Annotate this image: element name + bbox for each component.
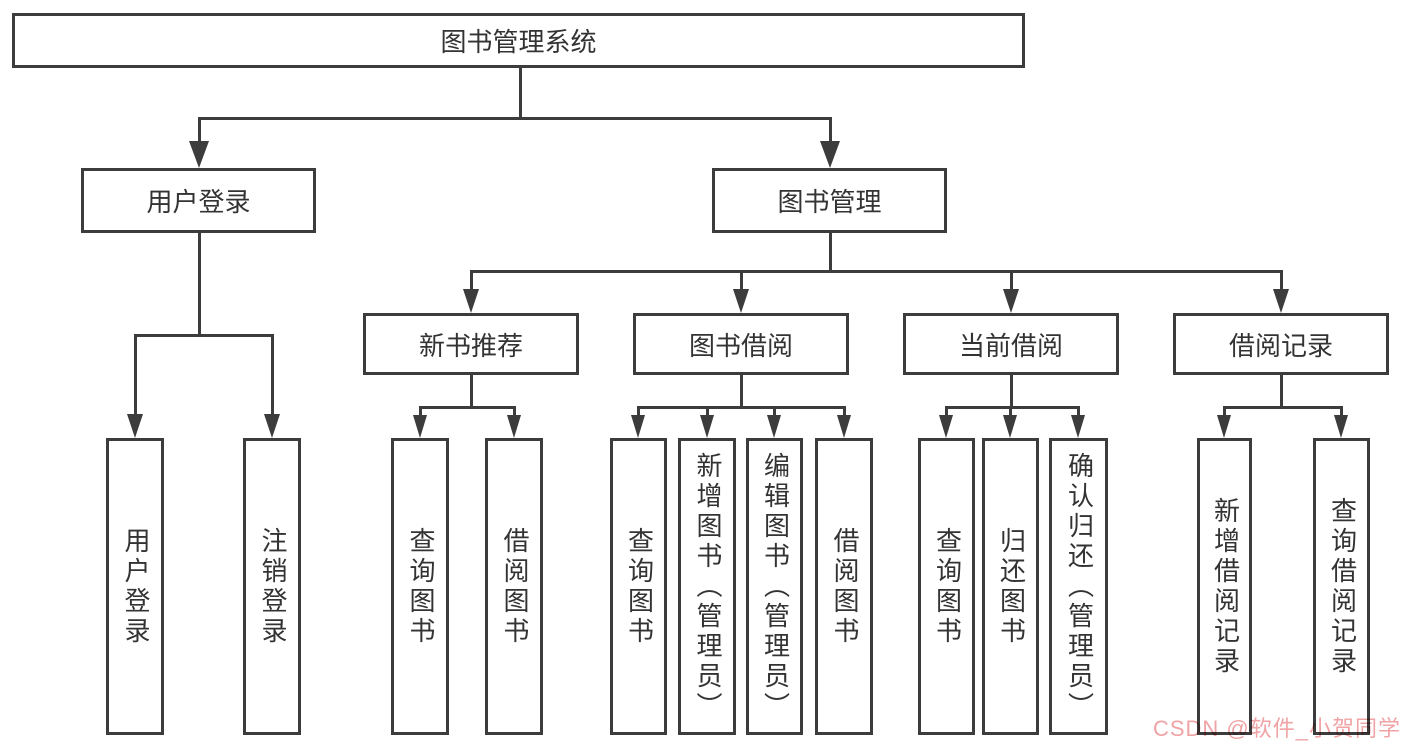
connector-line [198,117,831,120]
node-book-borrow-label: 图书借阅 [688,330,793,361]
connector-line [740,270,743,292]
arrow-down-icon [1273,289,1289,313]
connector-line [773,406,776,417]
connector-line [198,117,201,143]
connector-line [419,406,516,409]
leaf-borrow-book-recommend: 借阅图书 [485,438,543,735]
arrow-down-icon [939,415,953,438]
connector-line [1340,406,1343,417]
arrow-down-icon [127,414,143,438]
connector-line [740,375,743,409]
node-current-borrow: 当前借阅 [903,313,1119,375]
connector-line [1280,375,1283,409]
arrow-down-icon [264,414,280,438]
connector-line [637,406,640,417]
connector-line [1077,406,1080,417]
connector-line [419,406,422,417]
connector-line [519,68,522,120]
arrow-down-icon [413,415,427,438]
arrow-down-icon [837,415,851,438]
leaf-add-book-admin: 新增图书（管理员） [678,438,736,735]
leaf-return-book: 归还图书 [982,438,1039,735]
connector-line [945,406,948,417]
leaf-query-borrow-record: 查询借阅记录 [1313,438,1370,735]
arrow-down-icon [1217,415,1231,438]
connector-line [470,270,1282,273]
arrow-down-icon [1334,415,1348,438]
arrow-down-icon [820,141,840,168]
arrow-down-icon [733,289,749,313]
node-book-borrow: 图书借阅 [633,313,849,375]
connector-line [1223,406,1226,417]
connector-line [829,233,832,273]
connector-line [1009,406,1012,417]
arrow-down-icon [1003,415,1017,438]
arrow-down-icon [507,415,521,438]
connector-line [271,334,274,416]
csdn-watermark: CSDN @软件_小贺同学 [1152,716,1401,741]
connector-line [513,406,516,417]
connector-line [134,334,274,337]
connector-line [1280,270,1283,292]
arrow-down-icon [1003,289,1019,313]
arrow-down-icon [189,141,209,168]
leaf-logout: 注销登录 [243,438,301,735]
connector-line [829,117,832,143]
node-user-login: 用户登录 [81,168,316,233]
leaf-query-book-recommend: 查询图书 [391,438,449,735]
node-book-manage-label: 图书管理 [777,187,882,217]
node-user-login-label: 用户登录 [146,187,251,217]
node-root-label: 图书管理系统 [440,27,597,57]
leaf-edit-book-admin: 编辑图书（管理员） [746,438,803,735]
connector-line [637,406,846,409]
node-borrow-record-label: 借阅记录 [1228,330,1333,361]
connector-line [1223,406,1343,409]
leaf-query-book-current: 查询图书 [918,438,975,735]
arrow-down-icon [767,415,781,438]
node-borrow-record: 借阅记录 [1173,313,1389,375]
connector-line [134,334,137,416]
arrow-down-icon [700,415,714,438]
arrow-down-icon [1071,415,1085,438]
node-root: 图书管理系统 [12,13,1025,68]
leaf-query-book-borrow: 查询图书 [610,438,667,735]
connector-line [470,375,473,409]
node-new-book-recommend-label: 新书推荐 [418,330,523,361]
leaf-add-borrow-record: 新增借阅记录 [1197,438,1252,735]
connector-line [706,406,709,417]
node-book-manage: 图书管理 [712,168,947,233]
leaf-borrow-book: 借阅图书 [815,438,873,735]
node-current-borrow-label: 当前借阅 [958,330,1063,361]
leaf-user-login: 用户登录 [106,438,164,735]
connector-line [198,233,201,337]
connector-line [945,406,1080,409]
connector-line [843,406,846,417]
leaf-confirm-return-admin: 确认归还（管理员） [1049,438,1108,735]
arrow-down-icon [631,415,645,438]
arrow-down-icon [463,289,479,313]
node-new-book-recommend: 新书推荐 [363,313,579,375]
connector-line [1010,375,1013,409]
connector-line [1010,270,1013,292]
connector-line [470,270,473,292]
